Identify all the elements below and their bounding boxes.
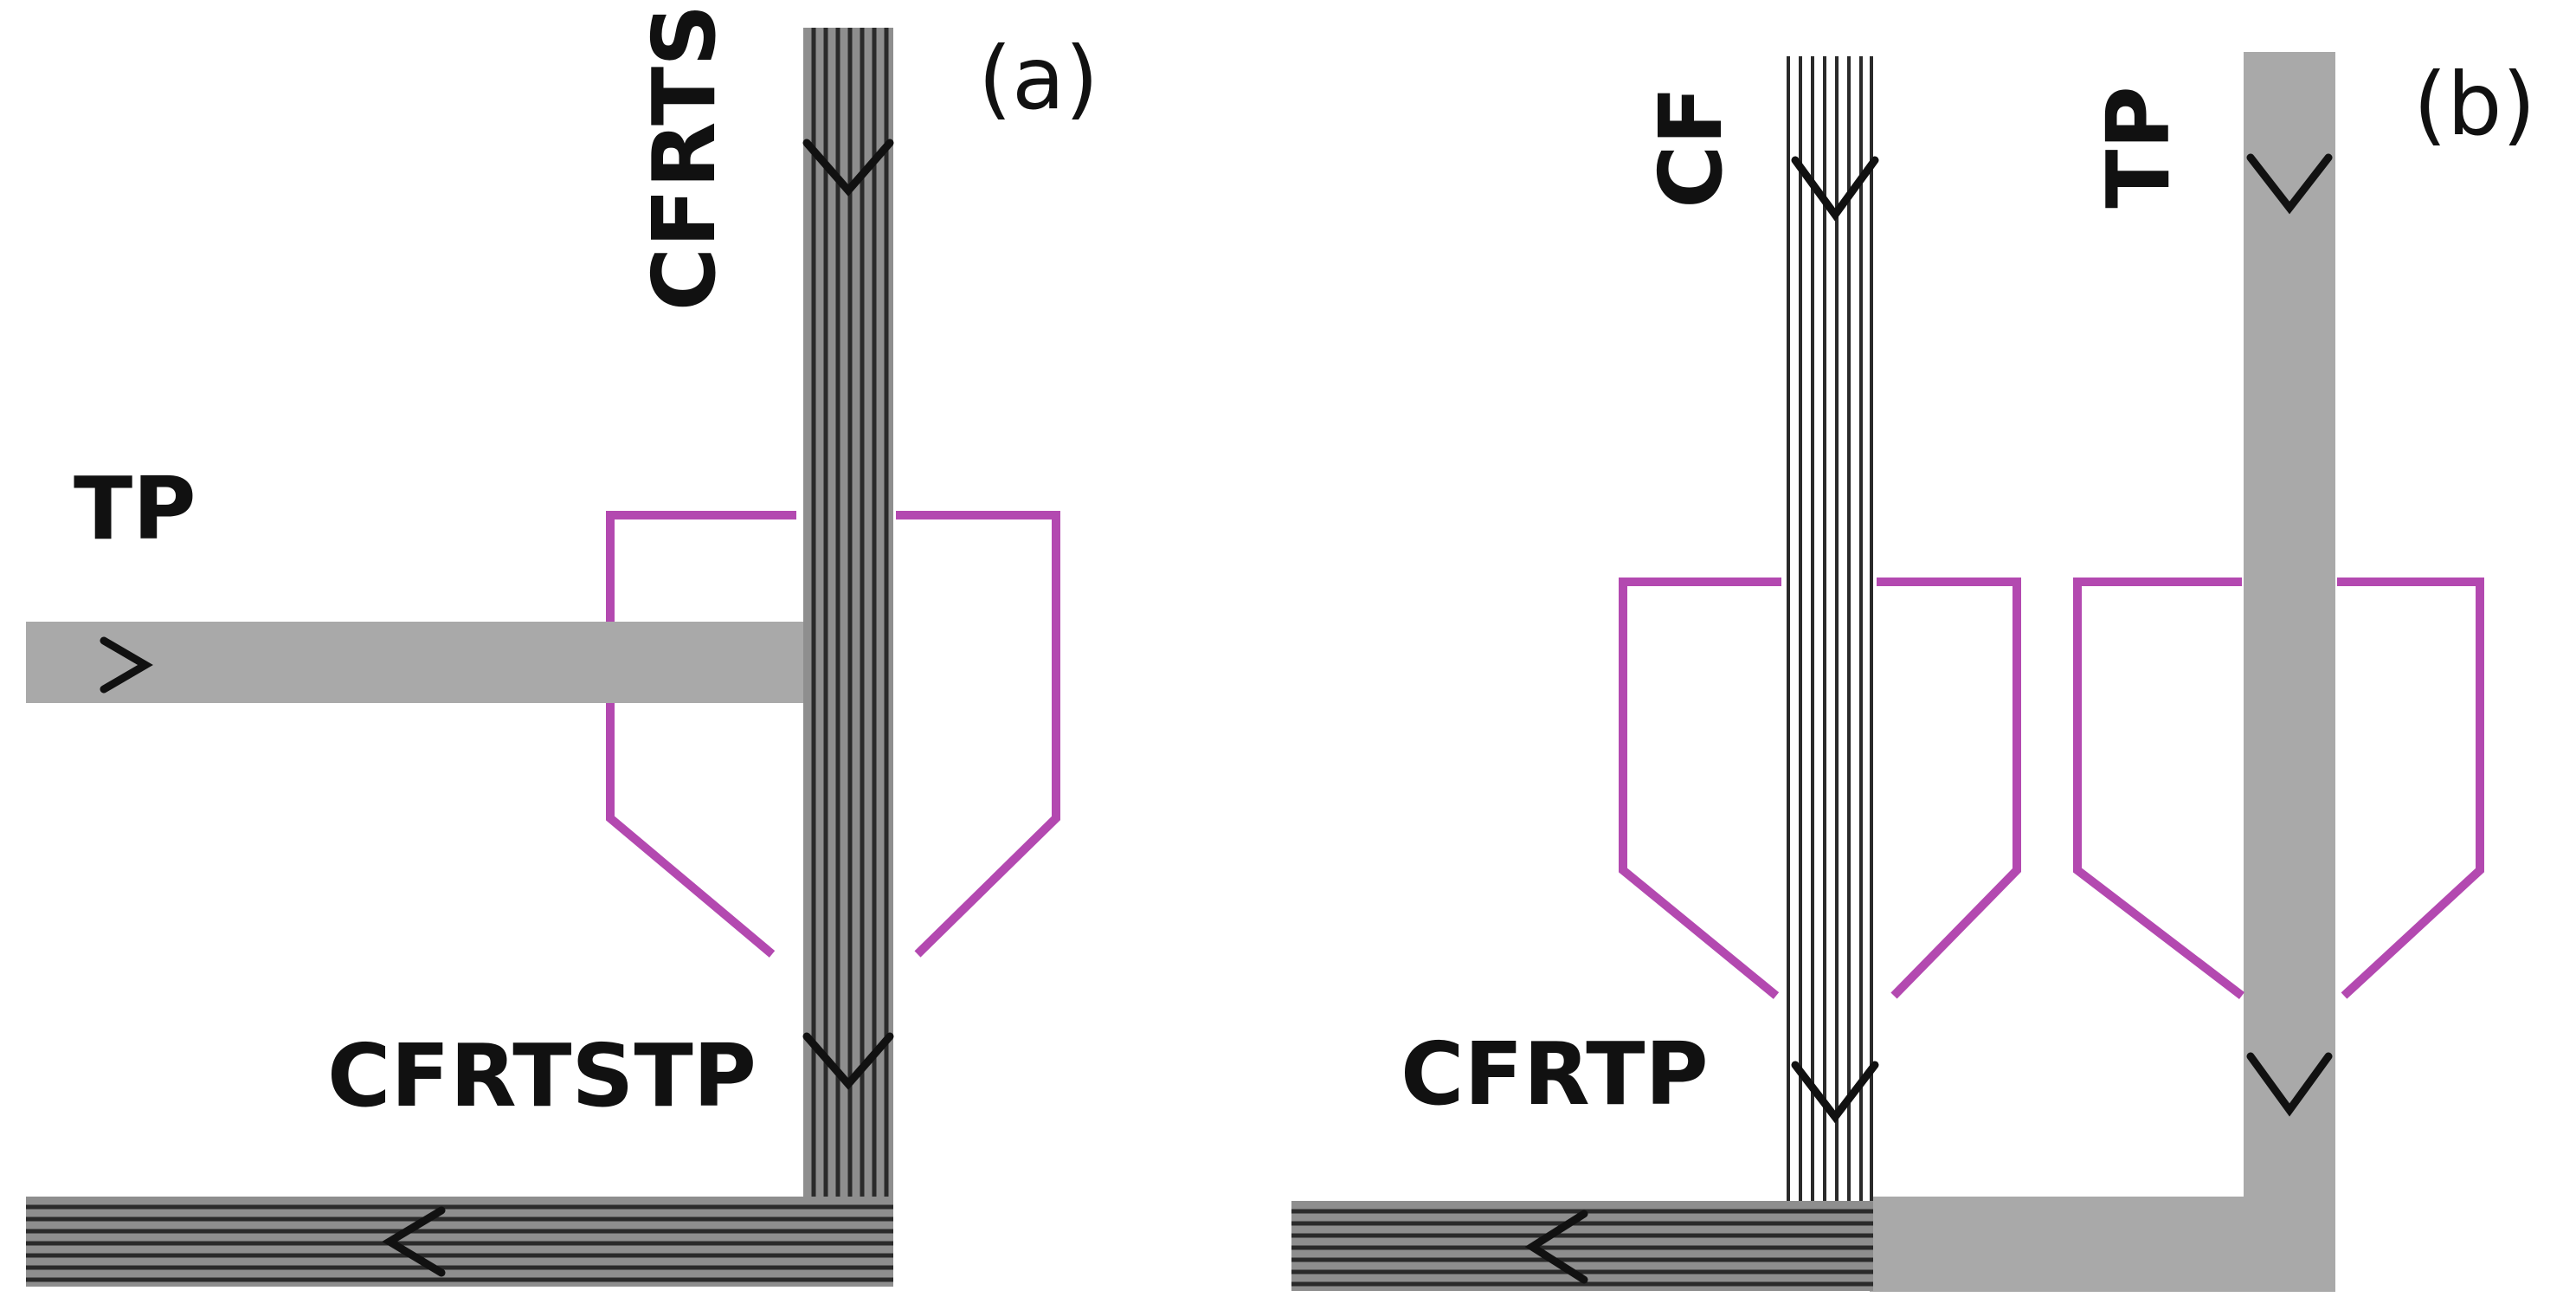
a-arrow-left-output (382, 1206, 446, 1277)
a-cfrts-stream (803, 28, 893, 1197)
b-tp-nozzle-outline (2073, 578, 2484, 999)
panel-b: CF TP CFRTP (b) (1291, 52, 2536, 1292)
b-arrow-left-output (1524, 1210, 1588, 1284)
a-cfrts-label: CFRTS (634, 4, 735, 311)
panel-a: CFRTS TP CFRTSTP (a) (26, 4, 1098, 1287)
b-output-label: CFRTP (1401, 1023, 1709, 1125)
a-nozzle-outline (606, 511, 1060, 958)
panel-a-label: (a) (978, 28, 1098, 129)
panel-b-label: (b) (2413, 54, 2536, 155)
b-arrow-down-cf-top (1791, 156, 1879, 222)
b-cf-nozzle-outline (1619, 578, 2021, 999)
b-cf-stream (1783, 56, 1873, 1201)
b-cf-label: CF (1640, 86, 1742, 209)
a-flow-arrows (100, 139, 894, 1277)
b-tp-label: TP (2088, 86, 2189, 209)
b-arrow-down-tp-bottom (2246, 1052, 2333, 1117)
a-tp-label: TP (74, 458, 196, 559)
a-output-label: CFRTSTP (327, 1025, 757, 1126)
a-tp-stream (26, 622, 809, 703)
a-output-stream (26, 1197, 893, 1287)
a-arrow-down-top (802, 139, 894, 197)
b-arrow-down-tp-top (2246, 153, 2333, 215)
b-flow-arrows (1524, 153, 2333, 1284)
a-arrow-down-bottom (802, 1032, 894, 1090)
a-arrow-right-tp (100, 636, 153, 694)
b-arrow-down-cf-bottom (1791, 1061, 1879, 1124)
b-tp-stream (1870, 52, 2335, 1292)
